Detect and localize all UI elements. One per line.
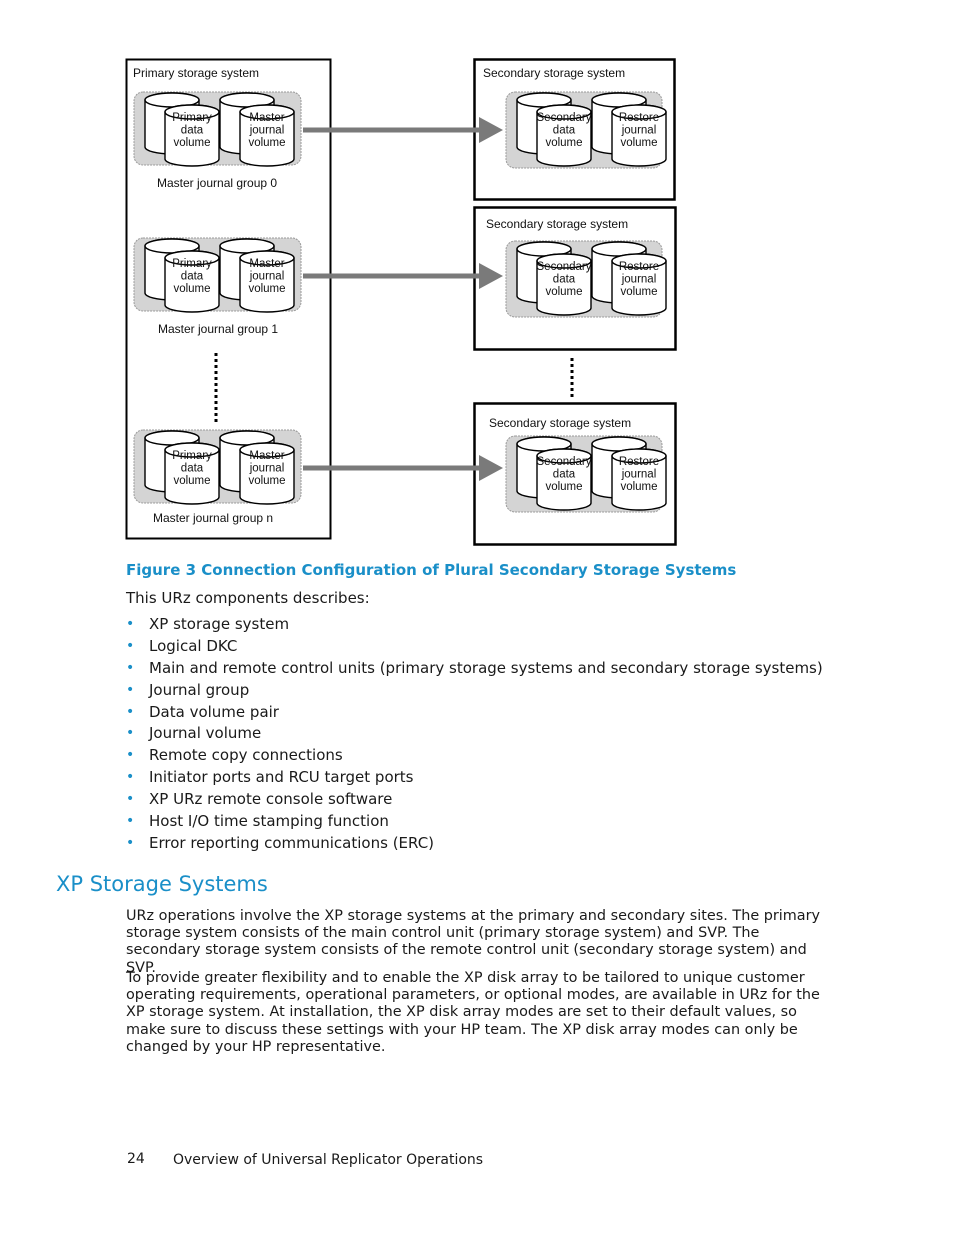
primary-storage-title: Primary storage system: [133, 66, 259, 80]
volume-label: journal: [249, 125, 285, 137]
volume-label: Restore: [619, 456, 659, 468]
volume-label: volume: [620, 481, 657, 493]
bullet-icon: •: [126, 659, 135, 676]
volume-label: volume: [620, 286, 657, 298]
list-item: •Journal volume: [126, 724, 262, 743]
secondary-storage-title: Secondary storage system: [486, 217, 628, 231]
volume-label: Primary: [172, 450, 212, 462]
bullet-icon: •: [126, 791, 135, 808]
list-item: •XP URz remote console software: [126, 790, 393, 809]
volume-label: data: [181, 125, 204, 137]
bullet-icon: •: [126, 834, 135, 851]
secondary-storage-title: Secondary storage system: [483, 66, 625, 80]
figure-caption: Figure 3 Connection Configuration of Plu…: [126, 561, 737, 579]
volume-label: journal: [621, 274, 657, 286]
master-journal-volume: [219, 238, 295, 313]
bullet-icon: •: [126, 769, 135, 786]
list-item: •Host I/O time stamping function: [126, 812, 389, 831]
volume-label: Restore: [619, 261, 659, 273]
body-paragraph: To provide greater flexibility and to en…: [126, 970, 820, 1055]
volume-label: journal: [249, 271, 285, 283]
secondary-data-volume: [516, 241, 592, 316]
volume-label: volume: [248, 283, 285, 295]
volume-label: journal: [249, 463, 285, 475]
volume-label: volume: [248, 475, 285, 487]
volume-label: volume: [173, 475, 210, 487]
list-item: •XP storage system: [126, 615, 290, 633]
volume-label: Master: [249, 112, 284, 124]
primary-data-volume: [144, 238, 220, 313]
list-item: •Data volume pair: [126, 702, 279, 721]
bullet-icon: •: [126, 703, 135, 720]
volume-label: volume: [545, 137, 582, 149]
master-journal-volume: [219, 430, 295, 505]
volume-label: Primary: [172, 258, 212, 270]
page-number: 24: [127, 1151, 145, 1167]
bullet-icon: •: [126, 813, 135, 830]
list-item: •Error reporting communications (ERC): [126, 833, 435, 852]
volume-label: data: [553, 274, 576, 286]
volume-label: Secondary: [537, 456, 592, 468]
restore-journal-volume: [591, 92, 667, 167]
intro-text: This URz components describes:: [126, 589, 370, 607]
volume-label: volume: [620, 137, 657, 149]
replication-arrow-head: [479, 117, 503, 143]
bullet-icon: •: [126, 681, 135, 698]
volume-label: volume: [173, 283, 210, 295]
volume-label: volume: [248, 137, 285, 149]
list-item: •Remote copy connections: [126, 746, 343, 765]
secondary-data-volume: [516, 92, 592, 167]
section-heading: XP Storage Systems: [56, 872, 268, 896]
master-journal-volume: [219, 92, 295, 167]
primary-storage-box: [125, 58, 332, 540]
volume-label: data: [553, 469, 576, 481]
master-journal-group-label: Master journal group 0: [157, 176, 277, 190]
replication-arrow-head: [479, 263, 503, 289]
restore-journal-volume: [591, 241, 667, 316]
bullet-icon: •: [126, 637, 135, 654]
volume-label: volume: [545, 286, 582, 298]
replication-arrow-head: [479, 455, 503, 481]
bullet-icon: •: [126, 747, 135, 764]
volume-label: Secondary: [537, 112, 592, 124]
connection-configuration-diagram: Primary storage systemPrimarydatavolumeM…: [125, 58, 677, 546]
secondary-data-volume: [516, 436, 592, 511]
bullet-icon: •: [126, 725, 135, 742]
volume-label: Master: [249, 258, 284, 270]
volume-label: Primary: [172, 112, 212, 124]
list-item: •Logical DKC: [126, 636, 238, 655]
master-journal-group-label: Master journal group 1: [158, 322, 278, 336]
master-journal-group-label: Master journal group n: [153, 511, 273, 525]
secondary-storage-box: [473, 402, 677, 546]
volume-label: data: [181, 271, 204, 283]
volume-label: data: [553, 125, 576, 137]
primary-data-volume: [144, 92, 220, 167]
volume-label: journal: [621, 125, 657, 137]
volume-label: journal: [621, 469, 657, 481]
list-item: •Initiator ports and RCU target ports: [126, 768, 414, 787]
volume-label: Restore: [619, 112, 659, 124]
list-item: •Journal group: [126, 680, 250, 699]
volume-label: data: [181, 463, 204, 475]
volume-label: Master: [249, 450, 284, 462]
list-item: •Main and remote control units (primary …: [126, 658, 823, 677]
primary-data-volume: [144, 430, 220, 505]
components-list: •XP storage system •Logical DKC •Main an…: [126, 614, 823, 855]
restore-journal-volume: [591, 436, 667, 511]
body-paragraph: URz operations involve the XP storage sy…: [126, 908, 821, 976]
volume-label: volume: [173, 137, 210, 149]
footer-title: Overview of Universal Replicator Operati…: [173, 1152, 484, 1168]
secondary-storage-title: Secondary storage system: [489, 416, 631, 430]
volume-label: volume: [545, 481, 582, 493]
bullet-icon: •: [126, 616, 135, 632]
volume-label: Secondary: [537, 261, 592, 273]
